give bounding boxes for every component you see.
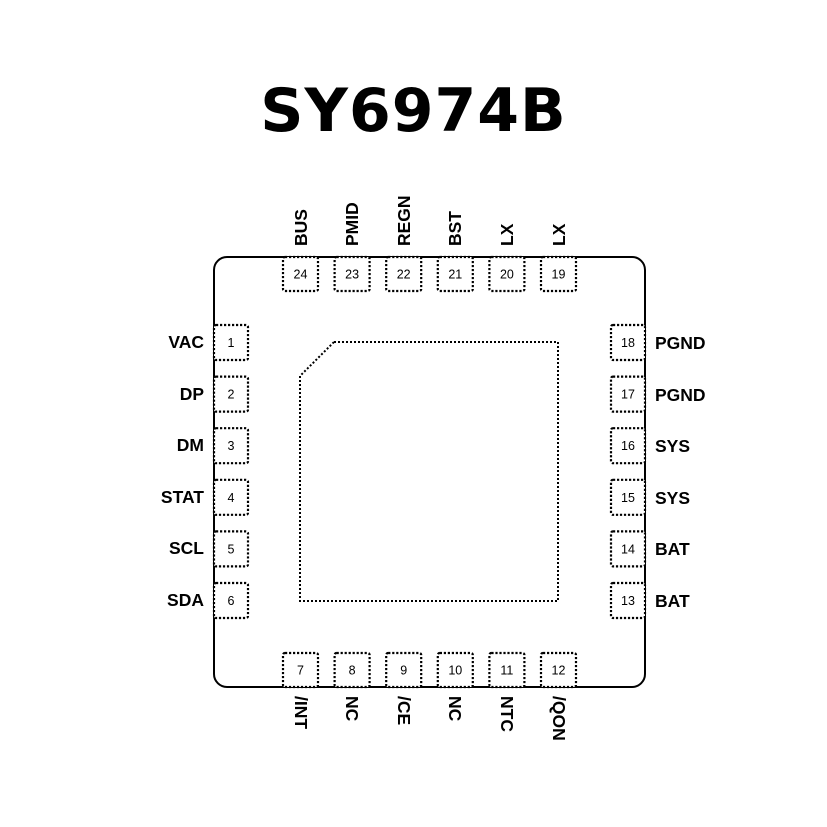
pin-number: 22 xyxy=(397,268,411,282)
pin-pad xyxy=(281,651,320,689)
pin-number: 19 xyxy=(552,268,566,282)
pin-number: 21 xyxy=(448,268,462,282)
pin-number: 15 xyxy=(621,491,635,505)
pin-number: 1 xyxy=(228,336,235,350)
pin-14: 14 xyxy=(609,530,647,568)
pin-label: LX xyxy=(496,223,517,246)
pin-pad xyxy=(609,530,647,568)
pin-label: PGND xyxy=(655,333,706,353)
pin-pad xyxy=(212,375,250,413)
pin-1: 1 xyxy=(212,323,250,362)
pin-pad xyxy=(212,581,250,620)
pin-19: 19 xyxy=(539,255,578,293)
pin-20: 20 xyxy=(488,255,526,293)
pin-number: 20 xyxy=(500,268,514,282)
package-outline xyxy=(213,256,646,688)
pin-pad xyxy=(385,651,423,689)
pin-label: STAT xyxy=(160,486,204,507)
pin-pad xyxy=(333,255,371,293)
pin-9: 9 xyxy=(385,651,423,689)
pin-number: 17 xyxy=(621,388,635,402)
pin-pad xyxy=(436,255,474,293)
pin-13: 13 xyxy=(609,581,647,620)
pin-pad xyxy=(539,651,578,689)
pin-pad xyxy=(488,651,526,689)
pin-label: BST xyxy=(445,211,466,246)
pin-label: LX xyxy=(548,223,569,246)
pin-label: SYS xyxy=(655,487,691,508)
pin-number: 9 xyxy=(400,664,407,678)
pin-16: 16 xyxy=(609,427,647,465)
pin-label: NC xyxy=(342,696,363,722)
pin-pad xyxy=(212,530,250,568)
pin-pad xyxy=(281,255,320,293)
pin-22: 22 xyxy=(385,255,423,293)
pin-11: 11 xyxy=(488,651,526,689)
pin-number: 16 xyxy=(621,439,635,453)
pin-number: 7 xyxy=(297,664,304,678)
pin-label: NTC xyxy=(496,696,517,732)
pin-pad xyxy=(609,323,647,362)
pin-number: 5 xyxy=(228,542,235,556)
pin-pad xyxy=(488,255,526,293)
pin-label: /CE xyxy=(393,696,414,726)
pin-4: 4 xyxy=(212,478,250,516)
pin-23: 23 xyxy=(333,255,371,293)
pin-label: PMID xyxy=(342,202,363,246)
pin-label: /QON xyxy=(548,696,569,741)
pin-label: SCL xyxy=(169,538,204,559)
pin-pad xyxy=(212,427,250,465)
pin-number: 3 xyxy=(228,439,235,453)
pin-12: 12 xyxy=(539,651,578,689)
pin-label: VAC xyxy=(168,332,204,352)
pin-pad xyxy=(609,427,647,465)
pin-6: 6 xyxy=(212,581,250,620)
pin-8: 8 xyxy=(333,651,371,689)
pin-pad xyxy=(333,651,371,689)
pin-label: BAT xyxy=(655,591,690,611)
pin-label: DP xyxy=(179,383,204,404)
pin-label: NC xyxy=(445,696,466,722)
pin-pad xyxy=(212,323,250,362)
pin-number: 8 xyxy=(349,664,356,678)
pin-number: 24 xyxy=(294,268,308,282)
pin-label: /INT xyxy=(290,696,311,730)
pin-pad xyxy=(609,375,647,413)
pin-label: BAT xyxy=(655,539,690,560)
exposed-thermal-pad xyxy=(299,341,559,602)
pin-number: 23 xyxy=(345,268,359,282)
pin-label: BUS xyxy=(290,209,311,246)
pin-pad xyxy=(609,581,647,620)
pin-10: 10 xyxy=(436,651,474,689)
pin-21: 21 xyxy=(436,255,474,293)
pin-number: 2 xyxy=(228,388,235,402)
pin-number: 12 xyxy=(552,664,566,678)
pin-pad xyxy=(539,255,578,293)
pin-number: 11 xyxy=(500,664,513,678)
pin-pad xyxy=(436,651,474,689)
pin-label: DM xyxy=(176,435,204,456)
pin-24: 24 xyxy=(281,255,320,293)
pin-number: 10 xyxy=(448,664,462,678)
pin-18: 18 xyxy=(609,323,647,362)
pin-pad xyxy=(385,255,423,293)
pin-label: SDA xyxy=(167,590,204,610)
pin-label: PGND xyxy=(655,384,706,405)
pin-number: 18 xyxy=(621,336,635,350)
pin-17: 17 xyxy=(609,375,647,413)
pin-label: SYS xyxy=(655,436,691,457)
chip-title: SY6974B xyxy=(260,76,567,146)
pin-3: 3 xyxy=(212,427,250,465)
pin-number: 6 xyxy=(228,594,235,608)
pin-number: 14 xyxy=(621,542,635,556)
pin-label: REGN xyxy=(393,195,414,246)
pin-5: 5 xyxy=(212,530,250,568)
pin-pad xyxy=(609,478,647,516)
pin-7: 7 xyxy=(281,651,320,689)
pin-number: 4 xyxy=(228,491,235,505)
pin-number: 13 xyxy=(621,594,635,608)
pin-2: 2 xyxy=(212,375,250,413)
pin-pad xyxy=(212,478,250,516)
pin-15: 15 xyxy=(609,478,647,516)
